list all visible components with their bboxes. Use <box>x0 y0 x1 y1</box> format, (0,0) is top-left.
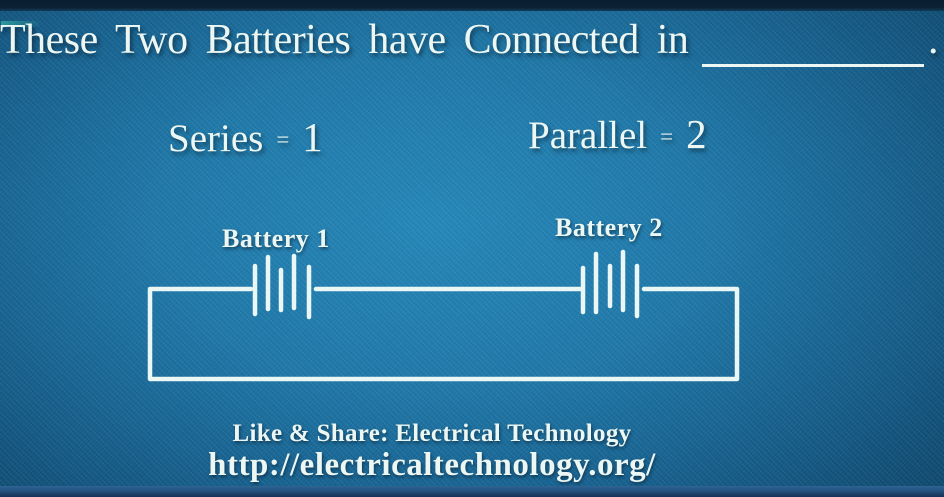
battery-2-symbol <box>580 249 640 319</box>
option-parallel-value: 2 <box>686 111 707 157</box>
question-title: These Two Batteries have Connected in __… <box>0 16 939 67</box>
equals-sign: = <box>660 124 674 149</box>
battery-1-label: Battery 1 <box>222 224 330 253</box>
option-series: Series = 1 <box>168 113 323 161</box>
battery-2-label: Battery 2 <box>555 213 663 242</box>
circuit-wire-loop <box>147 286 740 382</box>
option-series-label: Series <box>168 117 264 160</box>
question-text: These Two Batteries have Connected in <box>0 17 689 63</box>
option-series-value: 1 <box>302 114 323 160</box>
option-parallel-label: Parallel <box>528 114 648 157</box>
bottom-border-band <box>0 486 944 497</box>
question-period: . <box>928 17 939 63</box>
website-url: http://electricaltechnology.org/ <box>208 447 656 483</box>
battery-1-symbol <box>252 253 312 320</box>
equals-sign: = <box>276 127 290 152</box>
like-share-text: Like & Share: Electrical Technology <box>232 420 632 447</box>
texture-artifact <box>1 21 39 27</box>
answer-blank: ______ <box>702 16 924 67</box>
option-parallel: Parallel = 2 <box>528 110 707 158</box>
top-border-band <box>0 0 944 11</box>
circuit-diagram <box>147 249 740 382</box>
